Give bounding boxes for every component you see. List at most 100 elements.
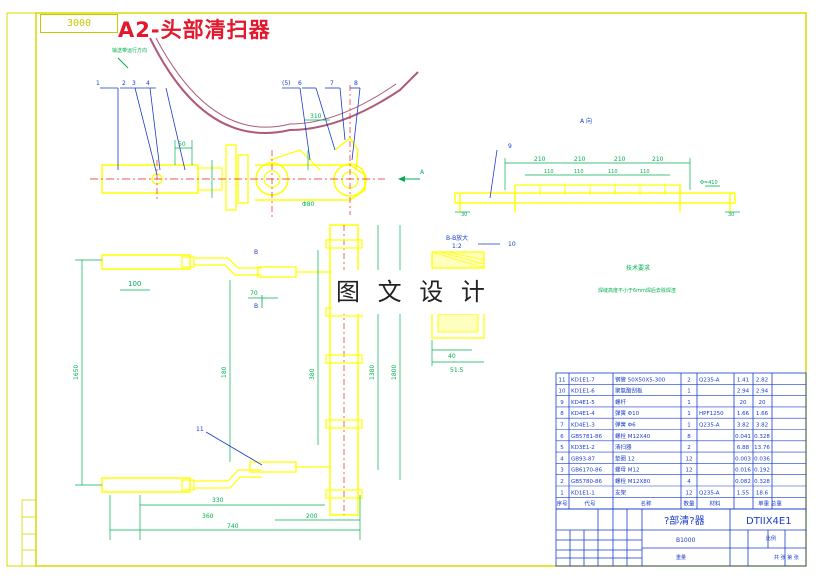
- bom-cell-name: 螺栓 M12X40: [615, 432, 651, 440]
- callout-leaders: [100, 87, 361, 176]
- bom-cell-w2: 13.76: [754, 445, 770, 451]
- dim-740: 740: [227, 523, 239, 530]
- callout-part-2: 2: [122, 80, 126, 87]
- bom-cell-w2: 0.328: [754, 479, 770, 485]
- bom-cell-w1: 0.016: [735, 468, 751, 474]
- dim-1650: 1650: [73, 365, 80, 380]
- title-code: DTIIX4E1: [746, 516, 792, 527]
- top-bracket: [101, 254, 191, 270]
- dim-330: 330: [212, 497, 224, 504]
- bom-row-lines: [556, 383, 806, 498]
- title-part-name: ?部清?器: [664, 514, 705, 527]
- left-margin-table: [21, 499, 37, 567]
- bom-cell-name: 螺杆: [615, 398, 627, 406]
- bom-cell-no: 8: [560, 411, 564, 417]
- bom-cell-w1: 0.082: [735, 479, 751, 485]
- dim-40: 40: [448, 353, 456, 360]
- bom-cell-qty: 4: [687, 479, 691, 485]
- bom-cell-w1: 1.55: [737, 490, 750, 496]
- title-mass-label: 重量: [676, 554, 686, 561]
- dim-phi-hole: Φ80: [302, 201, 315, 208]
- bb-section: [431, 243, 500, 366]
- bom-cell-w2: 0.192: [754, 468, 770, 474]
- bom-cell-name: 弹簧 Φ6: [615, 421, 636, 429]
- bom-cell-code: KD1E1-1: [571, 490, 595, 496]
- a-dim-110-2: 110: [574, 169, 584, 175]
- bom-cell-w1: 6.88: [737, 445, 750, 451]
- bom-cell-qty: 1: [687, 423, 691, 429]
- dim-200: 200: [306, 513, 318, 520]
- front-view-dims: [174, 119, 330, 198]
- bom-cell-name: 垫圈 12: [615, 454, 635, 462]
- scraper-arm: [255, 164, 366, 201]
- bom-cell-w1: 3.82: [737, 423, 749, 429]
- a-dim-30-right: 30: [728, 212, 734, 218]
- callout-part-7: 7: [330, 80, 334, 87]
- section-scale: 1:2: [452, 243, 462, 250]
- bom-cell-w2: 3.82: [756, 423, 768, 429]
- bom-cell-no: 3: [560, 468, 564, 474]
- label-b-top: B: [254, 249, 258, 256]
- a-dim-210-1: 210: [534, 156, 546, 163]
- bom-cell-qty: 1: [687, 411, 691, 417]
- a-dim-phi: Φ=410: [700, 180, 718, 186]
- a-dim-30-left: 30: [461, 212, 467, 218]
- a-dim-110-3: 110: [608, 169, 618, 175]
- bom-cell-w2: 0.328: [754, 434, 770, 440]
- dim-380: 380: [309, 368, 316, 380]
- callout-part-10: 10: [508, 241, 516, 248]
- watermark: 图 文 设 计: [332, 270, 494, 314]
- bom-cell-code: GB93-87: [571, 456, 596, 462]
- dim-360: 360: [202, 513, 214, 520]
- bom-cell-no: 2: [560, 479, 564, 485]
- bom-header-qty: 数量: [683, 500, 695, 508]
- bom-cell-w1: 1.66: [737, 411, 750, 417]
- bom-cell-name: 弹簧 Φ10: [615, 409, 640, 417]
- section-label: B-B放大: [446, 234, 468, 242]
- drum-arc-inner: [155, 37, 397, 128]
- bom-cell-qty: 2: [687, 445, 691, 451]
- binding-margin: [6, 12, 37, 567]
- a-view: [454, 149, 740, 213]
- callout-part-5: (5): [282, 80, 291, 87]
- callout-part-6: 6: [298, 80, 302, 87]
- bom-cell-w2: 20: [759, 400, 766, 406]
- bom-cell-w2: 0.036: [754, 456, 770, 462]
- flow-note: 输送带运行方向: [112, 47, 147, 54]
- bom-cell-w1: 1.41: [737, 377, 749, 383]
- bom-cell-w1: 0.003: [735, 456, 751, 462]
- bom-cell-no: 10: [559, 389, 566, 395]
- bom-cell-material: Q235-A: [699, 423, 720, 429]
- callout-part-9: 9: [508, 143, 512, 150]
- bom-cell-qty: 12: [686, 490, 693, 496]
- bom-cell-no: 5: [560, 445, 564, 451]
- a-dim-210-2: 210: [574, 156, 586, 163]
- bom-cell-qty: 2: [687, 377, 691, 383]
- bom-cell-material: HPF1250: [699, 411, 724, 417]
- bom-cell-no: 11: [559, 377, 566, 383]
- bom-cell-code: GB5780-86: [571, 479, 603, 485]
- title-scale-label: 比例: [766, 535, 776, 542]
- drawing-title: A2-头部清扫器: [118, 18, 271, 42]
- bom-cell-qty: 8: [687, 434, 691, 440]
- bom-cell-w2: 1.66: [756, 411, 769, 417]
- a-dim-210-4: 210: [652, 156, 664, 163]
- drawing-number-box: 3000: [40, 14, 118, 33]
- a-dim-110-4: 110: [640, 169, 650, 175]
- dim-1800: 1800: [391, 365, 398, 380]
- dim-310: 310: [310, 113, 322, 120]
- dim-180: 180: [221, 366, 228, 378]
- front-view: [90, 85, 420, 220]
- dim-50: 50: [178, 141, 186, 148]
- bom-cell-qty: 12: [686, 456, 693, 462]
- bom-cell-name: 螺栓 M12X80: [615, 477, 651, 485]
- plan-view: [75, 224, 401, 540]
- callout-part-11: 11: [196, 426, 204, 433]
- bom-cell-code: KD4E1-4: [571, 411, 595, 417]
- label-b-bottom: B: [254, 303, 258, 310]
- a-dim-110-1: 110: [544, 169, 554, 175]
- dim-51-5: 51.5: [450, 367, 464, 374]
- bom-cell-qty: 1: [687, 400, 691, 406]
